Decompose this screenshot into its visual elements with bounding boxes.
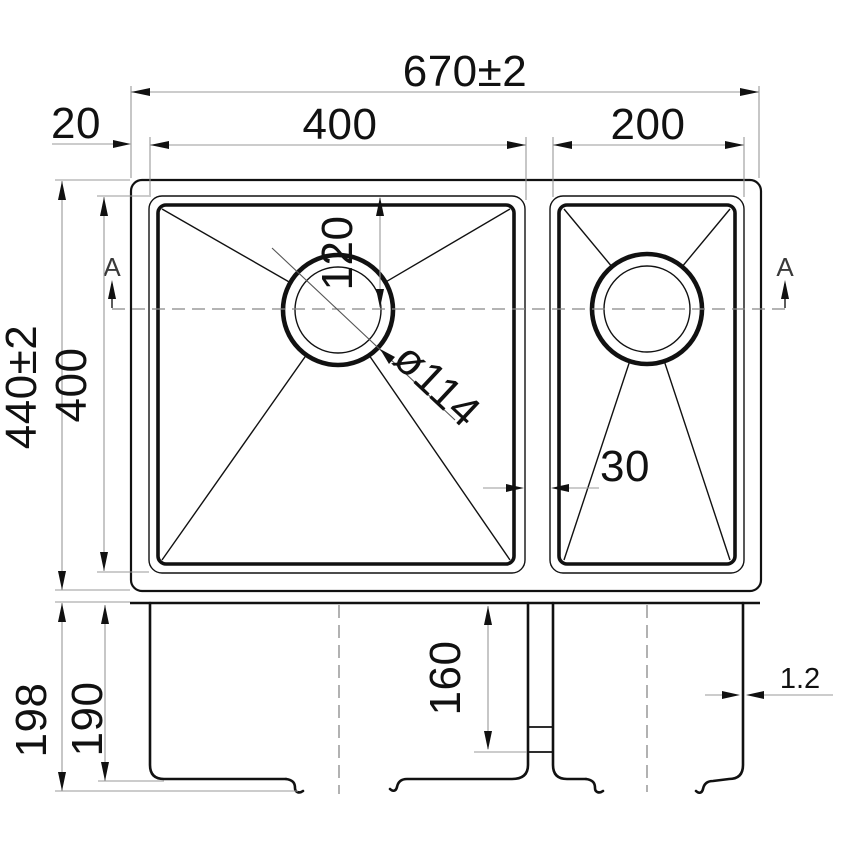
main-bowl-rim <box>148 195 526 574</box>
dim-left-offset: 20 <box>51 99 101 148</box>
section-letter-left: A <box>103 252 121 282</box>
section-left-wall <box>148 601 288 781</box>
dim-outer-depth: 198 <box>7 683 56 758</box>
sink-outer-outline <box>129 178 763 593</box>
dim-overall-width: 670±2 <box>403 47 528 96</box>
small-drain-outer <box>589 251 705 367</box>
section-right-wall <box>694 601 745 795</box>
section-divider-left-wall <box>388 601 530 793</box>
dim-small-bowl-depth: 160 <box>421 641 470 716</box>
dim-inner-depth: 190 <box>63 682 112 757</box>
section-view <box>130 601 760 795</box>
small-bowl <box>549 195 745 574</box>
top-view-dimensions: 670±2 20 400 200 440±2 400 <box>0 47 760 591</box>
break-line <box>584 777 605 794</box>
break-line <box>284 777 305 794</box>
small-bowl-wall <box>557 203 737 566</box>
section-marker-right: A <box>776 252 794 308</box>
dim-overall-depth: 440±2 <box>0 325 46 450</box>
main-drain-inner <box>294 266 382 354</box>
section-dimensions: 198 190 160 1.2 <box>7 601 833 792</box>
dim-main-bowl-width: 400 <box>303 100 378 149</box>
top-view: A A <box>103 178 794 593</box>
dim-small-bowl-width: 200 <box>611 100 686 149</box>
section-arrow-icon <box>781 280 789 299</box>
section-letter-right: A <box>776 252 794 282</box>
small-bowl-rim <box>549 195 745 574</box>
section-divider-right-wall <box>551 601 588 781</box>
section-marker-left: A <box>103 252 121 308</box>
dim-wall-thickness: 1.2 <box>780 663 820 695</box>
dim-bowl-gap: 30 <box>600 442 650 491</box>
dim-bowl-depth: 400 <box>47 348 96 423</box>
dim-drain-diameter: ø114 <box>384 333 490 436</box>
dim-drain-offset: 120 <box>313 216 362 291</box>
section-arrow-icon <box>108 280 116 299</box>
main-bowl-wall <box>156 203 516 566</box>
